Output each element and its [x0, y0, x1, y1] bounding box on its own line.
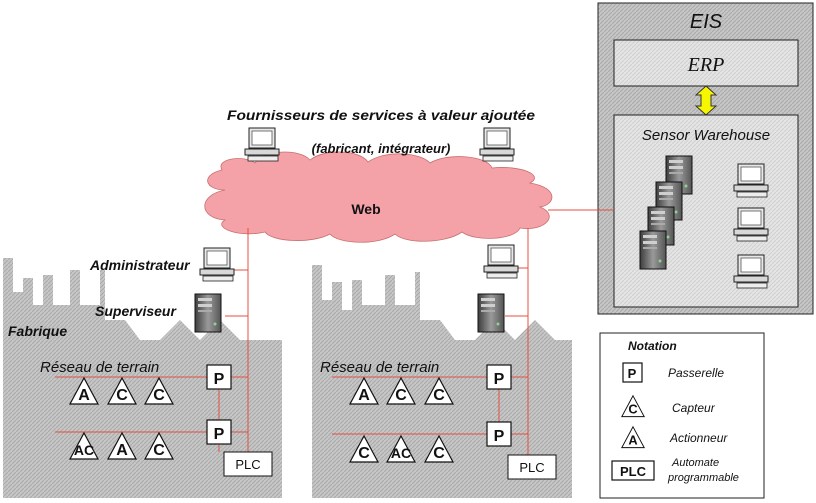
device-triangle: C [424, 377, 454, 405]
factory-left-network [55, 228, 249, 452]
left-row-1: A C C [69, 377, 174, 405]
supervisor-label: Superviseur [95, 303, 177, 319]
legend-gateway-label: Passerelle [668, 366, 724, 380]
providers-title: Fournisseurs de services à valeur ajouté… [227, 107, 535, 123]
device-triangle: A [69, 377, 99, 405]
svg-text:P: P [214, 426, 225, 443]
svg-text:PLC: PLC [620, 464, 647, 479]
web-cloud: Web [204, 151, 553, 243]
legend-plc-label: Automate programmable [667, 457, 739, 484]
svg-text:P: P [494, 371, 505, 388]
svg-text:C: C [628, 401, 637, 416]
supervisor-server-icon [194, 293, 222, 333]
erp-label: ERP [687, 54, 725, 76]
legend-gateway-symbol: P [622, 362, 643, 383]
legend-sensor-label: Capteur [672, 401, 716, 415]
device-triangle: C [107, 377, 137, 405]
svg-text:A: A [628, 432, 637, 447]
device-triangle: AC [386, 435, 416, 463]
warehouse-computer-icon [733, 207, 769, 242]
device-triangle: C [144, 377, 174, 405]
svg-text:PLC: PLC [519, 460, 544, 475]
plc-right: PLC [507, 454, 557, 480]
right-supervisor-server-icon [477, 293, 505, 333]
device-triangle: C [386, 377, 416, 405]
svg-text:C: C [153, 442, 165, 459]
svg-text:AC: AC [391, 445, 411, 461]
factory-right-network [332, 228, 529, 455]
svg-text:PLC: PLC [235, 457, 260, 472]
erp-box [613, 39, 799, 87]
admin-label: Administrateur [89, 257, 191, 273]
provider-computer-icon [244, 127, 280, 162]
svg-text:P: P [628, 366, 637, 381]
svg-text:C: C [395, 387, 407, 404]
notation-title: Notation [628, 339, 677, 353]
svg-text:C: C [358, 445, 370, 462]
field-network-label-left: Réseau de terrain [40, 359, 159, 376]
svg-text:AC: AC [74, 442, 94, 458]
device-triangle: C [424, 435, 454, 463]
device-triangle: C [144, 432, 174, 460]
warehouse-computer-icon [733, 254, 769, 289]
left-row-2: AC A C [69, 432, 174, 460]
sensor-warehouse-box [613, 114, 799, 308]
admin-computer-icon [199, 247, 235, 282]
device-triangle: A [107, 432, 137, 460]
provider-computer-icon [479, 127, 515, 162]
gateway-right-1: P [486, 364, 512, 390]
device-triangle: AC [69, 432, 99, 460]
notation-legend: Notation P Passerelle C Capteur A Action… [599, 332, 765, 499]
sensor-warehouse-label: Sensor Warehouse [642, 127, 770, 144]
field-network-label-right: Réseau de terrain [320, 359, 439, 376]
gateway-left-1: P [206, 364, 232, 390]
device-triangle: C [349, 435, 379, 463]
svg-text:A: A [358, 387, 370, 404]
legend-sensor-symbol: C [621, 395, 645, 418]
svg-text:C: C [153, 387, 165, 404]
legend-actuator-symbol: A [621, 426, 645, 449]
svg-text:A: A [78, 387, 90, 404]
right-row-1: A C C [349, 377, 454, 405]
eis-panel: EIS ERP Sensor Warehouse [597, 2, 814, 315]
svg-text:A: A [116, 442, 128, 459]
svg-text:C: C [433, 387, 445, 404]
warehouse-computer-icon [733, 163, 769, 198]
gateway-right-2: P [486, 421, 512, 447]
plc-left: PLC [223, 451, 273, 477]
gateway-left-2: P [206, 419, 232, 445]
right-admin-computer-icon [483, 244, 519, 279]
svg-text:P: P [214, 371, 225, 388]
factory-label: Fabrique [8, 323, 67, 339]
web-label: Web [351, 201, 380, 217]
device-triangle: A [349, 377, 379, 405]
legend-plc-symbol: PLC [611, 460, 655, 481]
right-row-2: C AC C [349, 435, 454, 463]
providers-subtitle: (fabricant, intégrateur) [312, 141, 451, 156]
svg-text:C: C [433, 445, 445, 462]
legend-actuator-label: Actionneur [669, 431, 728, 445]
eis-title: EIS [690, 11, 723, 33]
svg-text:P: P [494, 428, 505, 445]
svg-text:C: C [116, 387, 128, 404]
